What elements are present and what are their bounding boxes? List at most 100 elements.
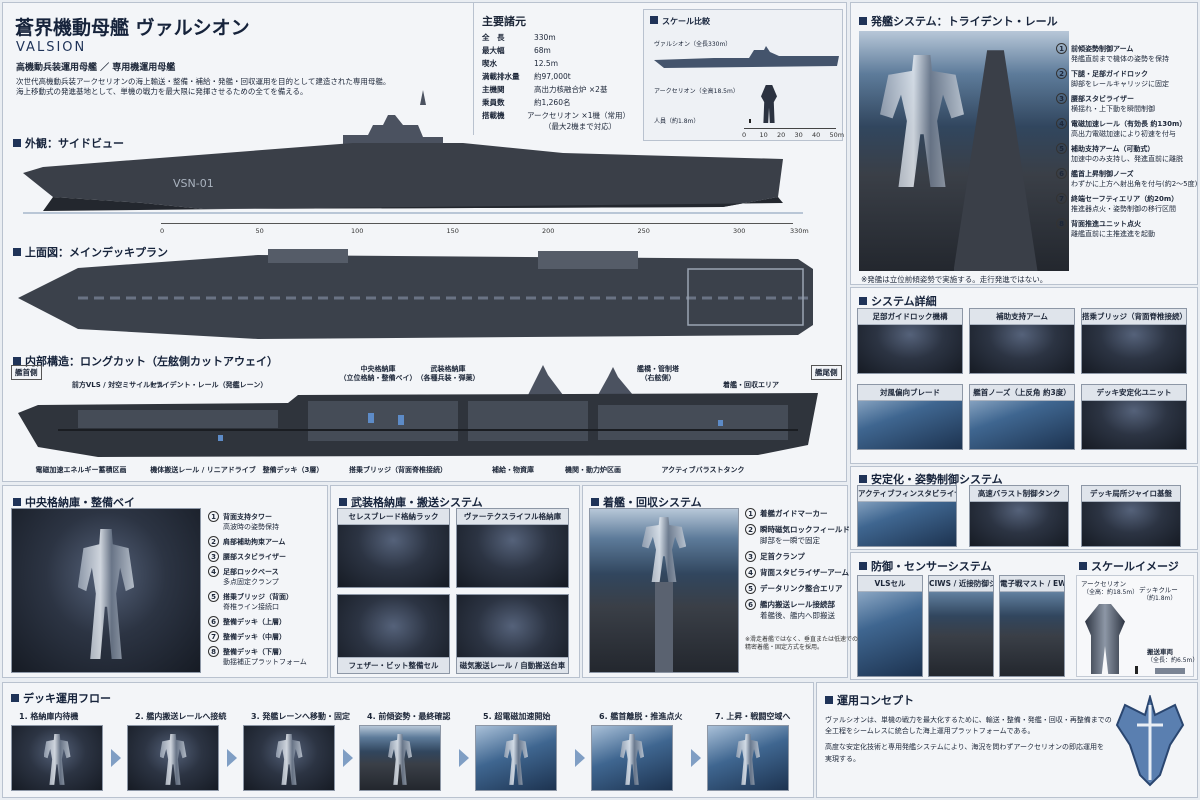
item-title: 腰部スタビライザー bbox=[223, 553, 286, 561]
interior-label-top: トライデント・レール（発艦レーン） bbox=[148, 381, 268, 389]
system-photo: セレスブレード格納ラック bbox=[337, 508, 450, 588]
scale-tick: 30 bbox=[794, 131, 803, 139]
flow-step-photo bbox=[11, 725, 103, 791]
photo-caption: セレスブレード格納ラック bbox=[338, 509, 449, 525]
item-title: 整備デッキ（下層） bbox=[223, 648, 286, 656]
number-badge: 2 bbox=[208, 536, 219, 547]
item-desc: 推進器点火・姿勢制御の移行区間 bbox=[1071, 205, 1176, 213]
flow-step-label: 1. 格納庫内待機 bbox=[19, 712, 79, 721]
item-title: 前傾姿勢制御アーム bbox=[1071, 45, 1134, 53]
spec-value: 12.5m bbox=[534, 59, 559, 68]
item-title: 終端セーフティエリア（約20m） bbox=[1071, 195, 1179, 203]
mech-figure bbox=[388, 733, 412, 785]
number-badge: 1 bbox=[745, 508, 756, 519]
numbered-item: 2 肩部補助拘束アーム bbox=[208, 536, 307, 547]
item-title: 搭乗ブリッジ（背面） bbox=[223, 593, 293, 601]
item-title: 整備デッキ（上層） bbox=[223, 618, 286, 626]
launch-title: 発艦システム：トライデント・レール bbox=[859, 13, 1058, 29]
system-photo: 磁気搬送レール / 自動搬送台車 bbox=[456, 594, 569, 674]
flow-step-photo bbox=[475, 725, 557, 791]
spec-value: 約97,000t bbox=[534, 72, 571, 81]
arrow-right-icon bbox=[691, 749, 701, 767]
photo-caption: 対風偏向ブレード bbox=[858, 385, 962, 401]
system-photo: VLSセル bbox=[857, 575, 923, 677]
top-view-title: 上面図：メインデッキプラン bbox=[13, 244, 168, 260]
spec-label: 搭載機 bbox=[482, 111, 505, 120]
item-title: 肩部補助拘束アーム bbox=[223, 538, 286, 546]
length-scale-bar bbox=[161, 223, 793, 224]
flow-title: デッキ運用フロー bbox=[11, 690, 111, 706]
scale-tick: 20 bbox=[777, 131, 786, 139]
system-photo: 補助支持アーム bbox=[969, 308, 1075, 374]
length-tick: 150 bbox=[446, 227, 459, 235]
interior-label-bottom: 搭乗ブリッジ（背面脊椎接続） bbox=[349, 466, 447, 474]
item-desc: 高波時の姿勢保持 bbox=[223, 523, 279, 531]
island-structure bbox=[343, 115, 443, 145]
system-photo: アクティブフィンスタビライザー bbox=[857, 485, 957, 547]
scale-tick: 50m bbox=[829, 131, 845, 139]
crew-figure bbox=[1135, 666, 1138, 674]
specs-note: （最大2機まで対応） bbox=[544, 122, 617, 131]
bow-label: 艦首側 bbox=[11, 365, 42, 380]
flow-step-photo bbox=[591, 725, 673, 791]
system-photo: 艦首ノーズ（上反角 約3度） bbox=[969, 384, 1075, 450]
system-photo: 高速バラスト制御タンク bbox=[969, 485, 1069, 547]
landing-deck-photo bbox=[589, 508, 739, 673]
length-tick: 300 bbox=[733, 227, 746, 235]
number-badge: 8 bbox=[208, 646, 219, 657]
photo-caption: VLSセル bbox=[858, 576, 922, 592]
spec-label: 喫水 bbox=[482, 59, 497, 68]
scale-compare-panel: スケール比較 ヴァルシオン（全長330m） アークセリオン（全高18.5m） 人… bbox=[643, 9, 845, 141]
photo-caption: 高速バラスト制御タンク bbox=[970, 486, 1068, 502]
spec-label: 最大幅 bbox=[482, 46, 505, 55]
item-title: 背面支持タワー bbox=[223, 513, 272, 521]
mech-figure bbox=[504, 733, 528, 785]
item-desc: 加速中のみ支持し、発進直前に離脱 bbox=[1071, 155, 1183, 163]
item-title: 電磁加速レール（有効長 約130m） bbox=[1071, 120, 1187, 128]
scale-mech-label: アークセリオン bbox=[1081, 580, 1127, 588]
mech-silhouette bbox=[761, 85, 777, 123]
photo-caption: 足部ガイドロック機構 bbox=[858, 309, 962, 325]
page-title: 蒼界機動母艦 ヴァルシオン bbox=[15, 17, 250, 39]
flow-step-photo bbox=[127, 725, 219, 791]
item-title: データリンク整合エリア bbox=[760, 584, 843, 593]
system-photo: 対風偏向ブレード bbox=[857, 384, 963, 450]
photo-caption: 艦首ノーズ（上反角 約3度） bbox=[970, 385, 1074, 401]
ship-side-view: VSN-01 bbox=[23, 90, 803, 214]
number-badge: 3 bbox=[745, 551, 756, 562]
scale-human-label: 人員（約1.8m） bbox=[654, 118, 700, 125]
mech-figure bbox=[43, 733, 71, 785]
human-silhouette bbox=[749, 119, 751, 123]
mech-figure bbox=[1085, 604, 1125, 674]
interior-label-bottom: 電磁加速エネルギー蓄積区画 bbox=[35, 466, 127, 474]
item-title: 足首クランプ bbox=[760, 552, 805, 561]
photo-caption: ヴァーテクスライフル格納庫 bbox=[457, 509, 568, 525]
interior-label-top: 艦橋・管制塔 （右舷側） bbox=[637, 365, 679, 383]
concept-title: 運用コンセプト bbox=[825, 692, 914, 708]
scale-vehicle-sub: （全長：約6.5m） bbox=[1147, 657, 1199, 664]
scale-mech-label: アークセリオン（全高18.5m） bbox=[654, 88, 739, 95]
side-view-title: 外観：サイドビュー bbox=[13, 135, 124, 151]
photo-caption: アクティブフィンスタビライザー bbox=[858, 486, 956, 502]
photo-caption: 補助支持アーム bbox=[970, 309, 1074, 325]
number-badge: 3 bbox=[1056, 93, 1067, 104]
item-desc: 横揺れ・上下動を瞬間制御 bbox=[1071, 105, 1155, 113]
arrow-right-icon bbox=[111, 749, 121, 767]
item-desc: 離艦直前に主推進進を起動 bbox=[1071, 230, 1155, 238]
scale-image-title: スケールイメージ bbox=[1079, 558, 1179, 574]
number-badge: 4 bbox=[745, 567, 756, 578]
hull bbox=[23, 143, 783, 209]
length-tick: 50 bbox=[255, 227, 264, 235]
item-title: 下腿・足部ガイドロック bbox=[1071, 70, 1148, 78]
